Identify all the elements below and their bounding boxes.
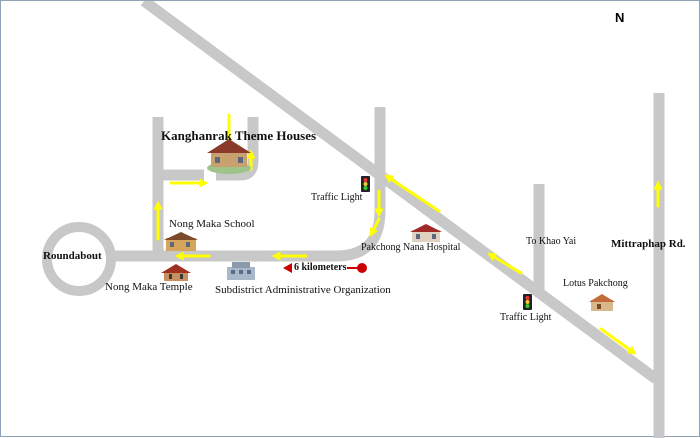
roundabout-circle: [42, 222, 116, 296]
roundabout-label: Roundabout: [43, 250, 102, 262]
store-icon: [589, 294, 615, 311]
distance-label: 6 kilometers: [294, 262, 347, 273]
route-arrow: [369, 217, 381, 238]
mittraphap-road-label: Mittraphap Rd.: [611, 238, 686, 250]
traffic-light-icon: [361, 176, 370, 192]
traffic-light-label-2: Traffic Light: [500, 312, 552, 323]
traffic-light-label-1: Traffic Light: [311, 192, 363, 203]
traffic-light-icon: [523, 294, 532, 310]
school-icon: [164, 232, 198, 251]
house-icon: [207, 139, 251, 174]
route-arrow: [384, 174, 441, 213]
hospital-icon: [410, 224, 442, 242]
theme-houses-loop: [216, 117, 259, 181]
sao-label: Subdistrict Administrative Organization: [215, 284, 391, 296]
lotus-label: Lotus Pakchong: [563, 278, 628, 289]
temple-icon: [161, 264, 191, 281]
route-arrow: [487, 252, 523, 275]
office-icon: [227, 262, 255, 280]
north-indicator: N: [615, 10, 625, 25]
theme-houses-label: Kanghanrak Theme Houses: [161, 128, 317, 143]
school-label: Nong Maka School: [169, 218, 255, 230]
hospital-label: Pakchong Nana Hospital: [361, 242, 461, 253]
route-arrow: [599, 327, 637, 355]
khao-yai-label: To Khao Yai: [526, 236, 577, 247]
temple-label: Nong Maka Temple: [105, 281, 193, 293]
distance-marker: [283, 263, 367, 273]
diagonal-main-road: [140, 1, 660, 384]
